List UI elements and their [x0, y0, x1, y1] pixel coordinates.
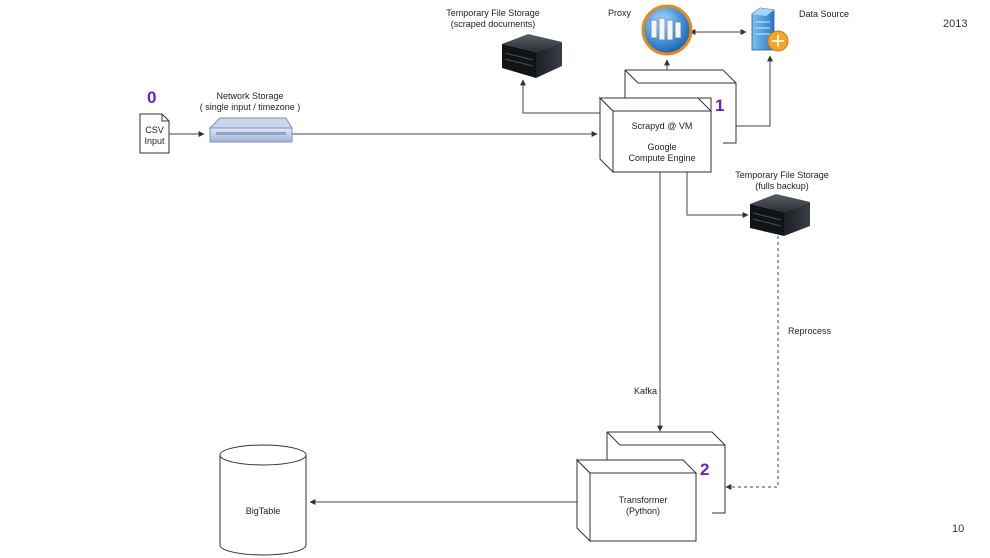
year-label: 2013 [943, 18, 967, 30]
scrapyd-node[interactable] [598, 69, 737, 174]
temp-storage-fulls-subtitle: (fulls backup) [755, 181, 809, 191]
step-0-number: 0 [147, 88, 156, 107]
transformer-node[interactable] [575, 431, 726, 543]
reprocess-label: Reprocess [788, 326, 832, 336]
data-source-icon [751, 7, 789, 52]
edge-reprocess [725, 236, 779, 490]
page-number: 10 [952, 523, 964, 535]
transformer-label: Transformer [619, 495, 668, 505]
temp-storage-scraped-title: Temporary File Storage [446, 8, 540, 18]
step-2-number: 2 [700, 460, 709, 479]
bigtable-label: BigTable [246, 506, 281, 516]
data-source-label: Data Source [799, 9, 849, 19]
step-1-number: 1 [715, 96, 724, 115]
server-icon [750, 194, 810, 236]
database-icon[interactable] [219, 444, 307, 556]
edge-scrapyd-to-datasource [736, 55, 773, 127]
edge-scrapyd-to-temp-fulls [686, 172, 749, 218]
csv-input-label-1: CSV [145, 125, 164, 135]
proxy-label: Proxy [608, 8, 632, 18]
scrapyd-sub-label-1: Google [647, 142, 676, 152]
temp-storage-fulls-title: Temporary File Storage [735, 170, 829, 180]
network-storage-title: Network Storage [216, 91, 283, 101]
server-icon [502, 34, 562, 78]
kafka-label: Kafka [634, 386, 657, 396]
transformer-sub-label: (Python) [626, 506, 660, 516]
file-icon [139, 113, 170, 154]
connectors [169, 29, 779, 505]
csv-input-label-2: Input [144, 136, 165, 146]
network-storage-subtitle: ( single input / timezone ) [200, 102, 301, 112]
network-storage-icon [208, 117, 293, 143]
edge-scrapyd-to-temp-scraped [520, 79, 600, 114]
temp-storage-scraped-subtitle: (scraped documents) [451, 19, 536, 29]
scrapyd-sub-label-2: Compute Engine [628, 153, 695, 163]
scrapyd-label: Scrapyd @ VM [632, 121, 693, 131]
proxy-icon [641, 4, 693, 56]
